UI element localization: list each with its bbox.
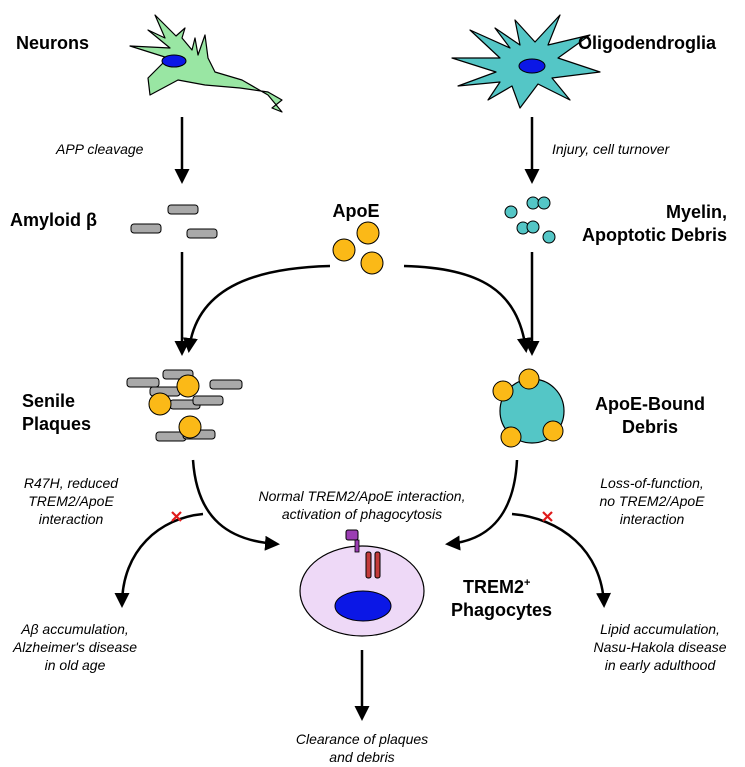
apoe-bound-debris-icon <box>492 368 565 448</box>
label-lipid-line2: Nasu-Hakola disease <box>593 639 727 655</box>
arrow-debris-to-lipid-accumulation <box>511 512 612 608</box>
label-oligodendroglia: Oligodendroglia <box>578 33 716 53</box>
label-lipid-line1: Lipid accumulation, <box>600 621 720 637</box>
label-senile-plaques: Senile Plaques <box>22 390 91 436</box>
label-clearance-line1: Clearance of plaques <box>295 731 429 747</box>
arrow-plaques-to-phagocyte <box>191 459 280 551</box>
arrow-apoe-to-bound <box>403 264 532 353</box>
label-lof-line2: no TREM2/ApoE <box>599 493 705 509</box>
label-senile-plaques-line2: Plaques <box>22 414 92 434</box>
label-apoe: ApoE <box>332 201 380 221</box>
block-marker-left-icon <box>171 511 182 522</box>
label-senile-plaques-line1: Senile <box>22 391 76 411</box>
arrow-plaques-to-ab-accumulation <box>114 512 204 608</box>
label-loss-of-function: Loss-of-function, no TREM2/ApoE interact… <box>582 474 722 528</box>
label-ab-line2: Alzheimer's disease <box>12 639 138 655</box>
label-apoe-bound-line2: Debris <box>621 417 679 437</box>
label-normal-line1: Normal TREM2/ApoE interaction, <box>258 488 466 504</box>
label-r47h-line1: R47H, reduced <box>23 475 119 491</box>
apoe-molecules-icon <box>332 221 384 275</box>
neuron-cell-icon <box>129 14 283 113</box>
label-myelin-line2: Apoptotic Debris <box>581 225 727 245</box>
label-lipid-accumulation: Lipid accumulation, Nasu-Hakola disease … <box>580 620 740 674</box>
label-lipid-line3: in early adulthood <box>604 657 716 673</box>
label-neurons: Neurons <box>16 33 90 53</box>
label-apoe-bound-line1: ApoE-Bound <box>595 394 705 414</box>
myelin-debris-icon <box>504 196 556 244</box>
label-amyloid-beta: Amyloid β <box>10 210 97 230</box>
label-trem2-line1: TREM2+ <box>451 572 552 599</box>
label-ab-line1: Aβ accumulation, <box>21 621 129 637</box>
label-trem2-plus: + <box>524 577 531 589</box>
label-clearance: Clearance of plaques and debris <box>272 730 452 766</box>
label-injury-turnover: Injury, cell turnover <box>552 141 670 157</box>
label-r47h-line2: TREM2/ApoE <box>28 493 114 509</box>
label-trem2-phagocytes: TREM2+ Phagocytes <box>451 572 552 622</box>
label-myelin: Myelin, Apoptotic Debris <box>560 201 727 247</box>
label-lof-line1: Loss-of-function, <box>600 475 704 491</box>
label-phagocytes: Phagocytes <box>451 600 553 620</box>
label-r47h-line3: interaction <box>38 511 104 527</box>
label-myelin-line1: Myelin, <box>665 202 727 222</box>
amyloid-beta-fragments-icon <box>130 204 218 239</box>
label-r47h: R47H, reduced TREM2/ApoE interaction <box>4 474 138 528</box>
label-normal-interaction: Normal TREM2/ApoE interaction, activatio… <box>223 487 501 523</box>
label-app-cleavage: APP cleavage <box>56 141 144 157</box>
label-ab-line3: in old age <box>44 657 106 673</box>
label-ab-accumulation: Aβ accumulation, Alzheimer's disease in … <box>0 620 150 674</box>
label-normal-line2: activation of phagocytosis <box>281 506 443 522</box>
arrow-debris-to-phagocyte <box>445 459 519 551</box>
label-clearance-line2: and debris <box>329 749 395 765</box>
phagocyte-cell-icon <box>299 529 425 637</box>
label-trem2: TREM2 <box>463 577 525 597</box>
oligodendroglia-cell-icon <box>451 14 601 109</box>
senile-plaques-icon <box>126 369 243 442</box>
label-lof-line3: interaction <box>619 511 685 527</box>
block-marker-right-icon <box>542 511 553 522</box>
label-apoe-bound-debris: ApoE-Bound Debris <box>590 393 710 439</box>
arrow-apoe-to-plaques <box>182 264 331 353</box>
